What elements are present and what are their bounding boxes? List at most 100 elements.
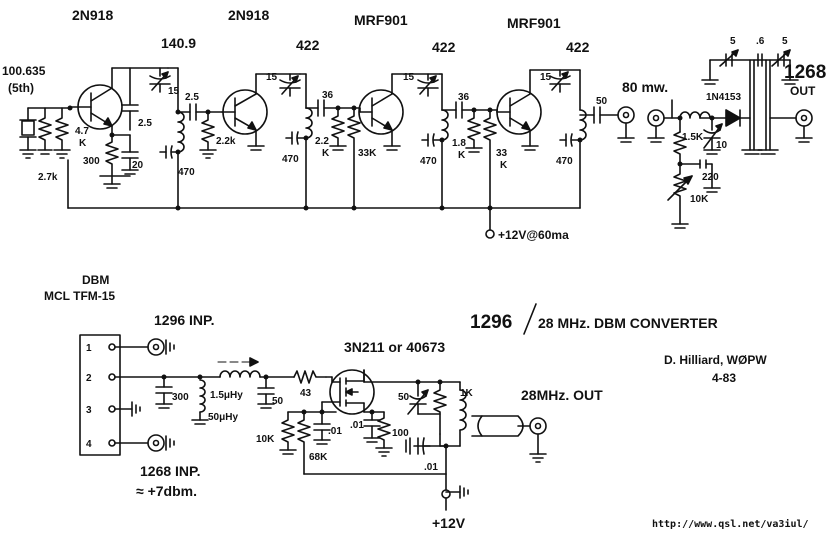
r-2-7k-label: 2.7k	[38, 172, 58, 183]
r-33k-label: 33K	[358, 148, 377, 159]
transistor-q3	[358, 73, 404, 151]
bypass-cap-q2	[285, 131, 307, 145]
r-300-label: 300	[83, 156, 100, 167]
stage3-transistor-label: MRF901	[354, 12, 408, 28]
rf-input-label: 1296 INP.	[154, 312, 214, 328]
coax-jack-mid-out	[617, 106, 635, 143]
bypass2-label: 470	[282, 154, 299, 165]
r-base4-unit: K	[458, 150, 466, 161]
r-base4-label: 1.8	[452, 138, 466, 149]
crystal-symbol	[19, 107, 71, 159]
resistor-43	[293, 370, 327, 384]
cap-20	[121, 151, 139, 175]
c-50a-label: 50	[272, 396, 284, 407]
dbm-label: DBM	[82, 273, 109, 287]
c-01b-label: .01	[350, 420, 364, 431]
coax-jack-lo-out	[795, 109, 813, 143]
r-1k-label: 1K	[460, 388, 474, 399]
c-20-label: 20	[132, 160, 144, 171]
tank-coil-q2	[305, 107, 313, 139]
r-10k-label: 10K	[256, 434, 275, 445]
mixer-supply-label: +12V	[432, 515, 466, 531]
trimmer-cap-15-q2	[279, 73, 301, 97]
l-50-label: 50μHy	[208, 412, 238, 423]
r-base3-unit: K	[322, 148, 330, 159]
bypass3-label: 470	[420, 156, 437, 167]
r-43-label: 43	[300, 388, 312, 399]
lo-input-label: 1268 INP.	[140, 463, 200, 479]
author-label: D. Hilliard, WØPW	[664, 353, 767, 367]
stage3-freq-label: 422	[432, 39, 456, 55]
c-fb1-label: 2.5	[138, 118, 152, 129]
r-base3-label: 2.2	[315, 136, 329, 147]
stage4-transistor-label: MRF901	[507, 15, 561, 31]
cap-50-output	[593, 106, 601, 124]
tank-coil-q3	[441, 109, 449, 141]
r-base4b-unit: K	[500, 160, 508, 171]
cap-2-5-fb	[121, 104, 139, 112]
c-var4-label: 15	[540, 72, 552, 83]
dbm-pin2: 2	[86, 373, 92, 384]
stage2-freq-label: 422	[296, 37, 320, 53]
stage1-freq-label: 140.9	[161, 35, 196, 51]
dbm-pin4: 4	[86, 439, 92, 450]
stub-c1-label: 5	[730, 36, 736, 47]
mixer-section: DBM MCL TFM-15 1 2 3 4 1296 INP.	[44, 273, 603, 531]
cap-300-if	[155, 376, 173, 409]
diode-label: 1N4153	[706, 92, 741, 103]
resistor-1-8k	[465, 109, 483, 153]
resistor-10k	[279, 411, 297, 455]
coax-jack-1268-in	[147, 434, 175, 452]
bypass-cap-q4	[559, 133, 581, 147]
trimmer-cap-15-q4	[549, 69, 571, 93]
c-01a-label: .01	[328, 426, 342, 437]
title-freq: 1296	[470, 312, 512, 333]
date-label: 4-83	[712, 371, 736, 385]
title-text: 28 MHz. DBM CONVERTER	[538, 315, 718, 331]
trimmer-cap-10	[703, 117, 723, 155]
cap-01-source	[363, 411, 381, 443]
mosfet-label: 3N211 or 40673	[344, 339, 445, 355]
stub-c3-label: 5	[782, 36, 788, 47]
dbm-pin3: 3	[86, 405, 92, 416]
c-01c-label: .01	[424, 462, 438, 473]
source-url: http://www.qsl.net/va3iul/	[652, 518, 809, 530]
dbm-model-label: MCL TFM-15	[44, 289, 115, 303]
r-4-7-unit: K	[79, 138, 87, 149]
supply-label: +12V@60ma	[498, 228, 569, 242]
bypass1-label: 470	[178, 167, 195, 178]
transistor-q4	[496, 69, 542, 151]
diode-1n4153	[711, 109, 741, 127]
stub-c2-label: .6	[756, 36, 765, 47]
lo-level-label: ≈ +7dbm.	[136, 483, 197, 499]
mosfet-3n211	[321, 369, 375, 415]
cap-50-if	[257, 376, 275, 409]
c-var-10-label: 10	[716, 140, 728, 151]
resistor-1-5k	[673, 131, 687, 165]
bypass-cap-q1	[159, 145, 179, 159]
output-transformer	[459, 381, 531, 447]
crystal-overtone-label: (5th)	[8, 81, 34, 95]
stripline-filter	[701, 49, 799, 155]
resistor-300	[105, 134, 119, 177]
stage1-transistor-label: 2N918	[72, 7, 113, 23]
coax-jack-1296-in	[147, 338, 175, 356]
stage4-freq-label: 422	[566, 39, 590, 55]
r-4-7-label: 4.7	[75, 126, 89, 137]
title-block: 1296 28 MHz. DBM CONVERTER D. Hilliard, …	[470, 303, 767, 385]
trimmer-cap-15-q1	[149, 67, 171, 93]
c-coupling2-label: 2.5	[185, 92, 199, 103]
cap-220	[679, 159, 721, 193]
supply-terminal	[485, 229, 495, 239]
resistor-68k	[297, 411, 311, 475]
pot-10k-label: 10K	[690, 194, 709, 205]
lo-output-freq-label: 1268	[784, 62, 826, 83]
stage2-transistor-label: 2N918	[228, 7, 269, 23]
l-1-5-label: 1.5μHy	[210, 390, 243, 401]
resistor-33k-q4	[483, 109, 497, 209]
resistor-2-7k	[37, 107, 53, 155]
cap-36-coupling-q4	[455, 101, 463, 119]
cap-36-coupling-q3	[317, 99, 325, 117]
cap-01-supply	[405, 437, 447, 455]
c-var3-label: 15	[403, 72, 415, 83]
